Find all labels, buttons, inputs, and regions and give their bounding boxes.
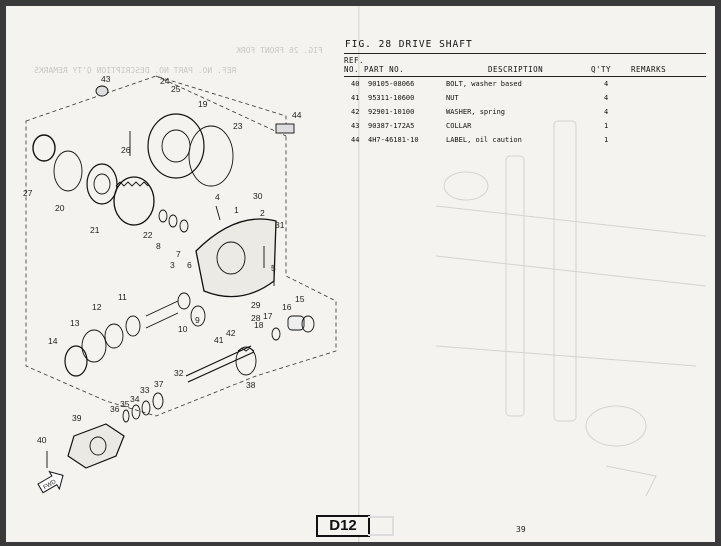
row-ref: 43 (351, 122, 360, 130)
row-part-no: 95311-10600 (368, 94, 415, 102)
callout-10: 10 (178, 324, 188, 334)
row-description: NUT (446, 94, 459, 102)
callout-23: 23 (233, 121, 243, 131)
row-qty: 1 (604, 122, 609, 130)
row-qty: 1 (604, 136, 609, 144)
callout-28: 28 (251, 313, 261, 323)
row-description: WASHER, spring (446, 108, 506, 116)
callout-9: 9 (195, 315, 200, 325)
row-part-no: 4H7-46181-10 (368, 136, 419, 144)
callout-20: 20 (55, 203, 65, 213)
callout-32: 32 (174, 368, 184, 378)
callout-5: 5 (271, 263, 276, 273)
page-code-badge-shadow (368, 516, 394, 536)
row-description: COLLAR (446, 122, 472, 130)
callout-15: 15 (295, 294, 305, 304)
callout-29: 29 (251, 300, 261, 310)
table-header-rule (344, 76, 706, 77)
page-number: 39 (516, 525, 526, 534)
row-description: BOLT, washer based (446, 80, 522, 88)
callout-14: 14 (48, 336, 58, 346)
row-qty: 4 (604, 80, 609, 88)
row-ref: 44 (351, 136, 360, 144)
callout-8: 8 (156, 241, 161, 251)
callout-3: 3 (170, 260, 175, 270)
row-ref: 40 (351, 80, 360, 88)
callout-labels: 1 2 3 4 5 6 7 8 9 10 11 12 13 14 15 16 1… (23, 74, 305, 445)
callout-24: 24 (160, 76, 170, 86)
callout-2: 2 (260, 208, 265, 218)
row-part-no: 92901-10100 (368, 108, 415, 116)
drive-shaft-exploded-diagram: FWD 1 2 3 4 5 6 7 8 9 10 11 12 13 14 15 … (23, 74, 707, 497)
callout-33: 33 (140, 385, 150, 395)
callout-4: 4 (215, 192, 220, 202)
show-through-fork-drawing (435, 120, 707, 497)
callout-21: 21 (90, 225, 100, 235)
callout-6: 6 (187, 260, 192, 270)
callout-22: 22 (143, 230, 153, 240)
figure-title: FIG. 28 DRIVE SHAFT (345, 39, 473, 50)
assembly-group-outline (25, 75, 337, 417)
callout-42: 42 (226, 328, 236, 338)
col-header-remarks: REMARKS (631, 65, 667, 74)
callout-27: 27 (23, 188, 33, 198)
callout-18: 18 (254, 320, 264, 330)
col-header-ref: REF. (344, 56, 365, 65)
callout-12: 12 (92, 302, 102, 312)
callout-38: 38 (246, 380, 256, 390)
parts-catalog-spread: FIG. 26 FRONT FORK REF. NO. PART NO. DES… (6, 6, 715, 542)
page-gutter (358, 6, 360, 542)
callout-41: 41 (214, 335, 224, 345)
row-ref: 42 (351, 108, 360, 116)
callout-1: 1 (234, 205, 239, 215)
callout-17: 17 (263, 311, 273, 321)
row-ref: 41 (351, 94, 360, 102)
callout-13: 13 (70, 318, 80, 328)
callout-16: 16 (282, 302, 292, 312)
callout-25: 25 (171, 84, 181, 94)
callout-36: 36 (110, 404, 120, 414)
callout-30: 30 (253, 191, 263, 201)
callout-31: 31 (275, 220, 285, 230)
row-part-no: 90105-08066 (368, 80, 415, 88)
col-header-description: DESCRIPTION (488, 65, 544, 74)
callout-40: 40 (37, 435, 47, 445)
callout-37: 37 (154, 379, 164, 389)
callout-43: 43 (101, 74, 111, 84)
col-header-no: NO. (344, 65, 360, 74)
col-header-part-no: PART NO. (364, 65, 405, 74)
row-qty: 4 (604, 108, 609, 116)
callout-11: 11 (118, 292, 127, 302)
col-header-qty: Q'TY (591, 65, 612, 74)
callout-19: 19 (198, 99, 208, 109)
callout-7: 7 (176, 249, 181, 259)
table-top-rule (344, 53, 706, 54)
callout-35: 35 (120, 399, 130, 409)
drive-shaft-parts (32, 85, 315, 469)
row-description: LABEL, oil caution (446, 136, 522, 144)
front-arrow-icon: FWD (37, 470, 64, 494)
page-code-badge: D12 (316, 515, 370, 537)
callout-44: 44 (292, 110, 302, 120)
callout-39: 39 (72, 413, 82, 423)
callout-26: 26 (121, 145, 131, 155)
row-qty: 4 (604, 94, 609, 102)
row-part-no: 90387-172A5 (368, 122, 415, 130)
callout-34: 34 (130, 394, 140, 404)
